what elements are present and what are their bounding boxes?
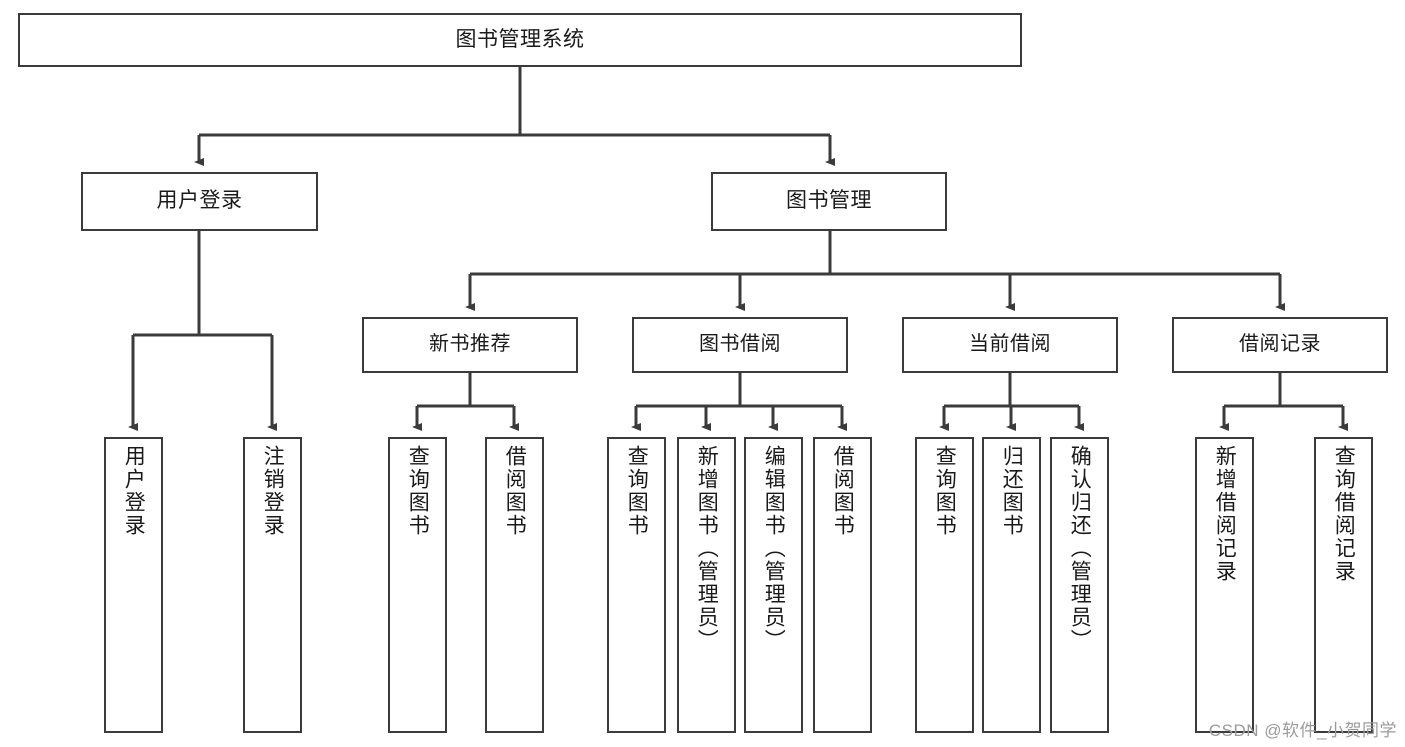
node-book-manage-label: 图书管理 (786, 189, 872, 213)
node-leaf-add-book[interactable]: 新增图书（管理员） (677, 437, 736, 733)
node-new-book-rec[interactable]: 新书推荐 (362, 317, 578, 373)
node-leaf-logout[interactable]: 注销登录 (243, 437, 302, 733)
node-leaf-borrow-book-2-label: 借阅图书 (831, 445, 855, 537)
node-leaf-confirm-return-label: 确认归还（管理员） (1068, 445, 1092, 652)
node-leaf-borrow-book-1-label: 借阅图书 (503, 445, 527, 537)
node-leaf-query-book-2[interactable]: 查询图书 (607, 437, 666, 733)
node-leaf-return-book[interactable]: 归还图书 (982, 437, 1041, 733)
node-user-login[interactable]: 用户登录 (81, 172, 318, 231)
node-leaf-query-book-3-label: 查询图书 (933, 445, 957, 537)
node-leaf-logout-label: 注销登录 (261, 445, 285, 537)
node-borrow-record[interactable]: 借阅记录 (1172, 317, 1388, 373)
node-current-borrow[interactable]: 当前借阅 (902, 317, 1118, 373)
node-book-borrow-label: 图书借阅 (699, 333, 781, 356)
node-leaf-borrow-book-2[interactable]: 借阅图书 (813, 437, 872, 733)
node-leaf-query-book-1[interactable]: 查询图书 (388, 437, 447, 733)
node-leaf-edit-book[interactable]: 编辑图书（管理员） (744, 437, 803, 733)
node-leaf-borrow-book-1[interactable]: 借阅图书 (485, 437, 544, 733)
node-book-manage[interactable]: 图书管理 (711, 172, 947, 231)
node-leaf-query-book-3[interactable]: 查询图书 (915, 437, 974, 733)
node-leaf-return-book-label: 归还图书 (1000, 445, 1024, 537)
node-new-book-rec-label: 新书推荐 (429, 333, 511, 356)
node-leaf-edit-book-label: 编辑图书（管理员） (762, 445, 786, 652)
node-borrow-record-label: 借阅记录 (1239, 333, 1321, 356)
node-leaf-user-login-label: 用户登录 (122, 445, 146, 537)
node-current-borrow-label: 当前借阅 (969, 333, 1051, 356)
node-leaf-query-record[interactable]: 查询借阅记录 (1314, 437, 1373, 733)
node-leaf-add-record[interactable]: 新增借阅记录 (1195, 437, 1254, 733)
node-user-login-label: 用户登录 (156, 189, 243, 213)
node-leaf-query-book-2-label: 查询图书 (625, 445, 649, 537)
node-leaf-add-record-label: 新增借阅记录 (1213, 445, 1237, 583)
node-leaf-query-record-label: 查询借阅记录 (1332, 445, 1356, 583)
node-leaf-query-book-1-label: 查询图书 (406, 445, 430, 537)
node-leaf-add-book-label: 新增图书（管理员） (695, 445, 719, 652)
node-leaf-user-login[interactable]: 用户登录 (104, 437, 163, 733)
node-book-borrow[interactable]: 图书借阅 (632, 317, 848, 373)
node-root-label: 图书管理系统 (455, 27, 585, 51)
node-root[interactable]: 图书管理系统 (18, 13, 1022, 67)
csdn-watermark: CSDN @软件_小贺同学 (1208, 721, 1397, 740)
node-leaf-confirm-return[interactable]: 确认归还（管理员） (1050, 437, 1109, 733)
